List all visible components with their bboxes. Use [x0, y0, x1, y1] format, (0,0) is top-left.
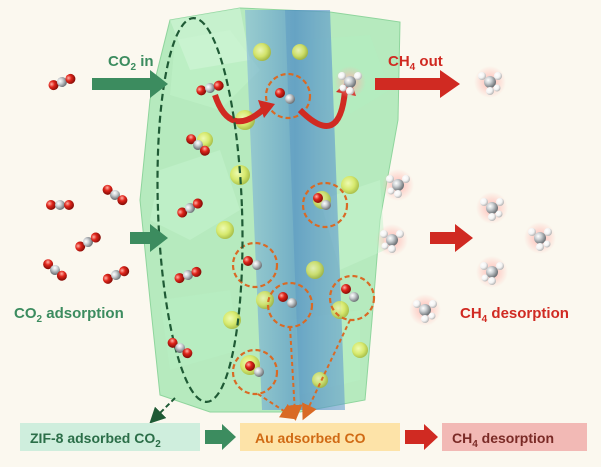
arrowhead-1 [258, 100, 275, 118]
co2-molecules-outside [43, 73, 224, 359]
flow-step-zif8-text: ZIF-8 adsorbed CO2 [30, 430, 161, 450]
zif8-adsorption-ellipse [156, 17, 244, 403]
flow-arrow-1 [205, 424, 236, 450]
ch4-desorption-label: CH4 desorption [460, 305, 569, 325]
ch4-out-label: CH4 out [388, 53, 443, 73]
conversion-arrows [212, 89, 348, 129]
orange-dashed-arrows [257, 319, 351, 421]
flow-step-zif8: ZIF-8 adsorbed CO2 [20, 423, 200, 451]
co2-adsorption-label: CO2 adsorption [14, 305, 124, 325]
co2-in-label: CO2 in [108, 53, 154, 73]
flow-step-au-text: Au adsorbed CO [255, 430, 366, 446]
flow-step-ch4-text: CH4 desorption [452, 430, 554, 450]
flow-step-au: Au adsorbed CO [240, 423, 400, 451]
co-molecules [243, 88, 359, 377]
ch4-molecules [334, 66, 556, 326]
flow-arrow-2 [405, 424, 438, 450]
flow-step-ch4: CH4 desorption [442, 423, 587, 451]
big-arrows [92, 70, 473, 252]
